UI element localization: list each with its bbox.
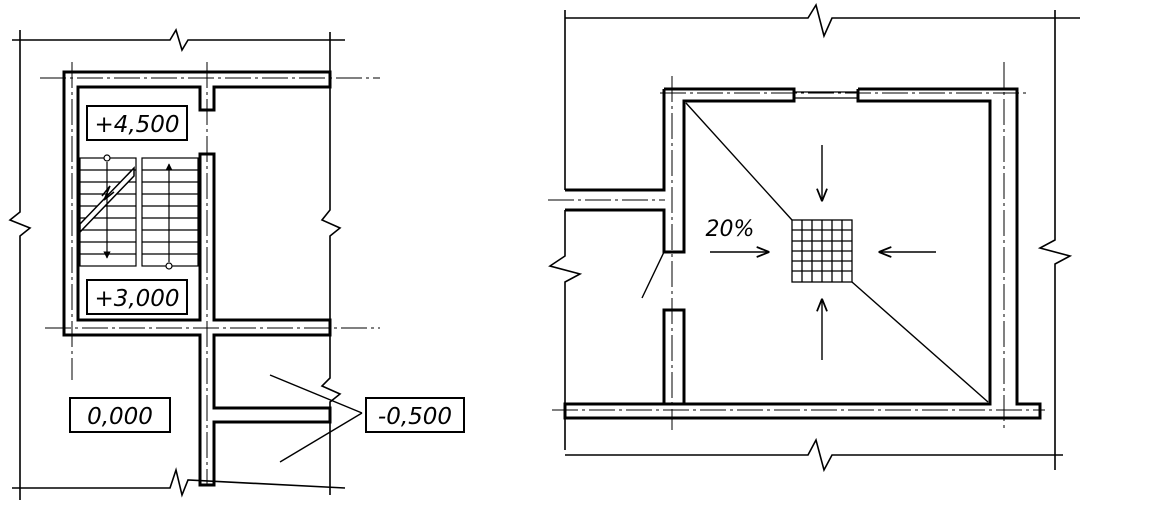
right-dimension-lines <box>548 2 1080 473</box>
left-dimension-lines <box>8 28 346 500</box>
level-pit-text: -0,500 <box>378 404 452 430</box>
left-walls <box>62 70 332 487</box>
level-box-pit <box>365 397 465 433</box>
right-axis-lines <box>548 62 1045 430</box>
stair-walk-line-left <box>103 154 111 259</box>
left-axis-lines <box>40 62 380 485</box>
level-box-lower <box>86 279 188 315</box>
pit-leader-lines <box>269 374 363 463</box>
slope-percent-text: 20% <box>706 217 755 242</box>
level-box-ground <box>69 397 171 433</box>
level-upper-text: +4,500 <box>94 112 179 138</box>
drain-grate <box>791 219 853 283</box>
stair-flight-right <box>141 157 199 267</box>
left-plan <box>8 28 465 500</box>
level-box-upper <box>86 105 188 141</box>
right-leader-line <box>641 251 665 299</box>
level-lower-text: +3,000 <box>94 286 179 312</box>
level-ground-text: 0,000 <box>87 404 153 430</box>
roof-diagonals <box>685 102 989 403</box>
stair-walk-line-right <box>165 163 173 270</box>
right-window-opening <box>794 91 858 99</box>
right-walls <box>563 87 1042 420</box>
right-plan <box>548 2 1080 473</box>
